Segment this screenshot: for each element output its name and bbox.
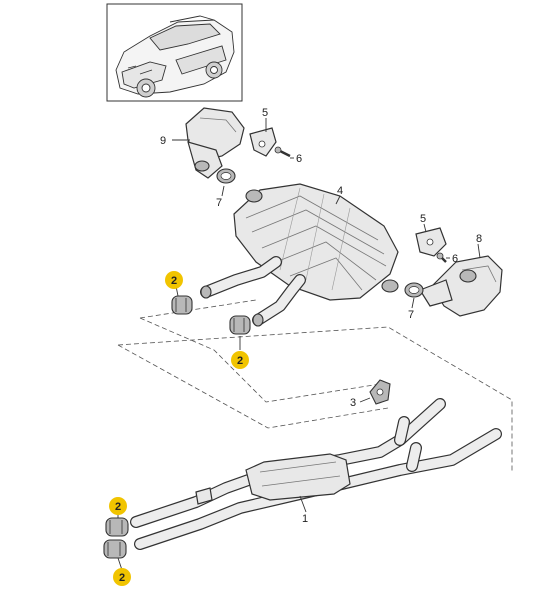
badge-label: 2 xyxy=(115,501,121,513)
tailpipe-left xyxy=(185,107,245,179)
bracket-right xyxy=(415,227,447,257)
callout-9: 9 xyxy=(160,135,166,147)
clamp-right xyxy=(404,282,424,298)
clamp-sleeve-upper-left xyxy=(171,295,193,315)
rear-silencer xyxy=(233,183,399,301)
bolt-right xyxy=(436,252,447,263)
tailpipe-right xyxy=(419,255,503,317)
suv-illustration xyxy=(115,15,235,98)
callout-6-upper: 6 xyxy=(296,153,302,165)
bracket-upper xyxy=(249,127,277,157)
clamp-upper xyxy=(216,168,236,184)
assembly-outline-upper xyxy=(139,299,381,403)
callout-3: 3 xyxy=(350,397,356,409)
callout-badge-2-lower-top: 2 xyxy=(109,497,127,515)
rubber-hanger xyxy=(369,379,391,405)
bolt-upper xyxy=(274,146,291,158)
clamp-sleeve-lower-bottom xyxy=(103,539,127,559)
callout-5-upper: 5 xyxy=(262,107,268,119)
callout-1: 1 xyxy=(302,513,308,525)
callout-4: 4 xyxy=(337,185,343,197)
badge-label: 2 xyxy=(237,355,243,367)
callout-6-right: 6 xyxy=(452,253,458,265)
callout-5-right: 5 xyxy=(420,213,426,225)
vehicle-thumbnail xyxy=(106,3,243,102)
badge-circle xyxy=(231,351,249,369)
badge-label: 2 xyxy=(171,275,177,287)
leader-lines xyxy=(117,118,481,571)
badge-label: 2 xyxy=(119,572,125,584)
front-pipe-assembly xyxy=(130,398,502,550)
callout-7-upper: 7 xyxy=(216,197,222,209)
callout-7-right: 7 xyxy=(408,309,414,321)
clamp-sleeve-upper-right xyxy=(229,315,251,335)
silencer-inlet-pipes xyxy=(200,256,306,327)
badge-circle xyxy=(113,568,131,586)
callout-8: 8 xyxy=(476,233,482,245)
clamp-sleeve-lower-top xyxy=(105,517,129,537)
callout-badge-2-upper-right: 2 xyxy=(231,351,249,369)
badge-circle xyxy=(165,271,183,289)
badge-circle xyxy=(109,497,127,515)
callout-badge-2-lower-bottom: 2 xyxy=(113,568,131,586)
assembly-outline-lower xyxy=(117,326,513,472)
callout-badge-2-upper-left: 2 xyxy=(165,271,183,289)
